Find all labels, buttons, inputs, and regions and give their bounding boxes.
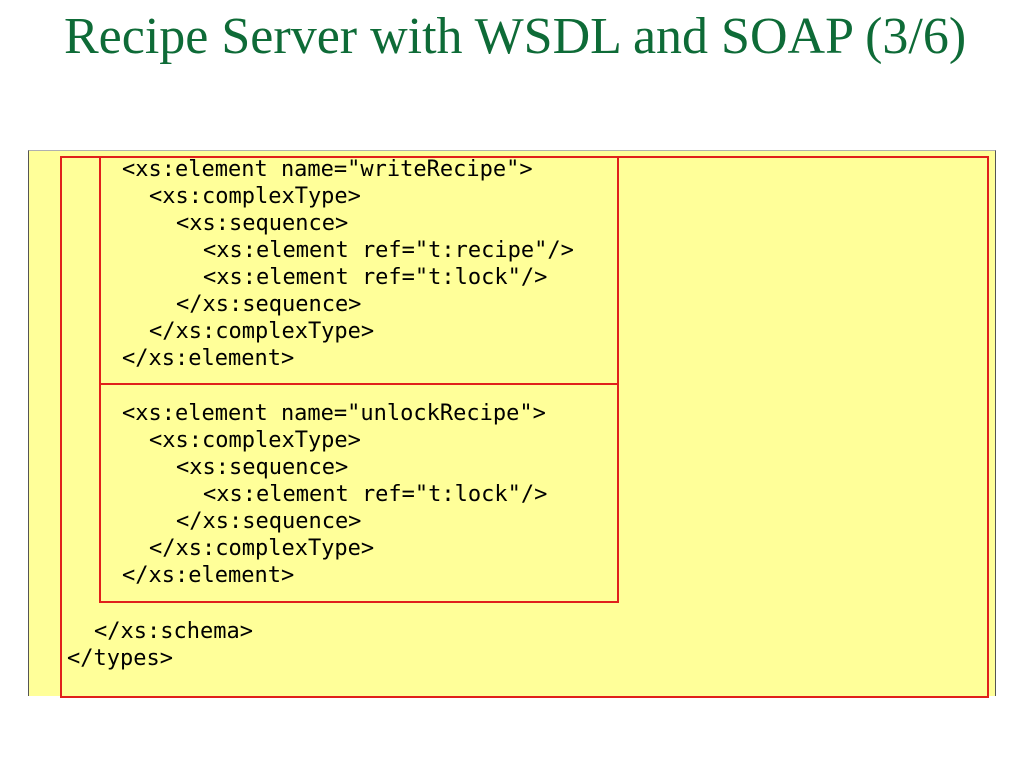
code-line-unlock-complex-close: </xs:complexType> (149, 536, 375, 561)
code-line-unlock-element-close: </xs:element> (122, 563, 295, 588)
code-panel (28, 150, 996, 696)
code-line-write-sequence-open: <xs:sequence> (176, 211, 349, 236)
code-line-write-complex-open: <xs:complexType> (149, 184, 361, 209)
code-line-types-close: </types> (67, 646, 173, 671)
code-line-unlock-ref-lock: <xs:element ref="t:lock"/> (203, 482, 548, 507)
code-line-unlock-sequence-open: <xs:sequence> (176, 455, 349, 480)
code-line-unlock-complex-open: <xs:complexType> (149, 428, 361, 453)
code-line-write-sequence-close: </xs:sequence> (176, 292, 362, 317)
code-line-schema-close: </xs:schema> (94, 619, 253, 644)
code-line-write-element-close: </xs:element> (122, 346, 295, 371)
code-line-unlock-element-open: <xs:element name="unlockRecipe"> (122, 401, 546, 426)
code-line-write-complex-close: </xs:complexType> (149, 319, 375, 344)
code-line-write-ref-lock: <xs:element ref="t:lock"/> (203, 265, 548, 290)
slide-title: Recipe Server with WSDL and SOAP (3/6) (64, 8, 967, 65)
code-line-write-ref-recipe: <xs:element ref="t:recipe"/> (203, 238, 574, 263)
code-line-unlock-sequence-close: </xs:sequence> (176, 509, 362, 534)
code-line-write-element-open: <xs:element name="writeRecipe"> (122, 157, 533, 182)
